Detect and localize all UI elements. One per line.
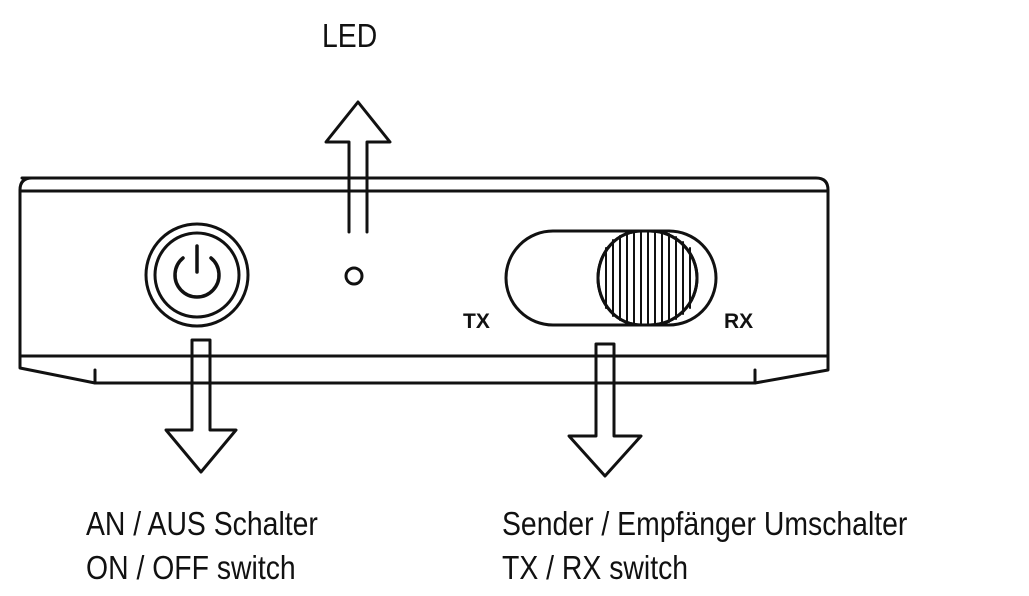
power-button [144, 222, 250, 328]
power-switch-label-de: AN / AUS Schalter [86, 505, 318, 542]
led-arrow-icon [324, 100, 392, 234]
switch-knob-hatching [599, 230, 691, 326]
power-icon [173, 244, 221, 299]
tx-rx-arrow-icon [567, 342, 643, 478]
device-body [18, 176, 830, 385]
tx-rx-switch-label-de: Sender / Empfänger Umschalter [502, 505, 908, 542]
power-switch-arrow-icon [164, 338, 238, 474]
led-label: LED [322, 14, 377, 58]
tx-marking: TX [463, 310, 490, 333]
tx-rx-switch-label-en: TX / RX switch [502, 549, 689, 586]
rx-marking: RX [724, 310, 753, 333]
power-switch-label-en: ON / OFF switch [86, 549, 296, 586]
led-label-text: LED [322, 17, 378, 54]
power-switch-label: AN / AUS Schalter ON / OFF switch [86, 502, 318, 590]
tx-rx-switch-label: Sender / Empfänger Umschalter TX / RX sw… [502, 502, 907, 590]
led-indicator-icon [344, 266, 364, 286]
